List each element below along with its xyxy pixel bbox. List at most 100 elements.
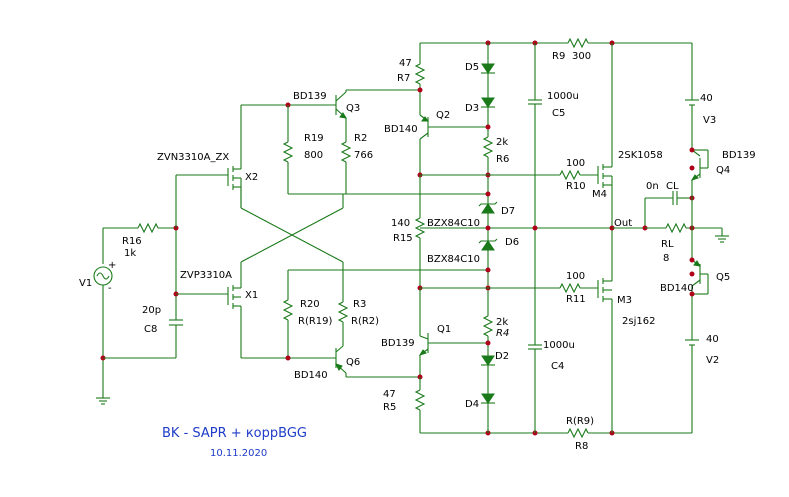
rl-name: RL bbox=[661, 239, 674, 250]
r9-name: R9 bbox=[552, 51, 565, 62]
transistor-q3 bbox=[241, 89, 420, 126]
resistor-r7 bbox=[415, 43, 425, 115]
r15-value: 140 bbox=[391, 218, 410, 229]
r11-value: 100 bbox=[566, 271, 585, 282]
diode-d5 bbox=[481, 43, 495, 98]
capacitor-c5 bbox=[528, 43, 542, 345]
resistor-r11 bbox=[420, 283, 598, 293]
r20-name: R20 bbox=[300, 299, 320, 310]
bottom-rail bbox=[420, 430, 692, 436]
transistor-q5 bbox=[689, 257, 709, 335]
q2-name: Q2 bbox=[436, 110, 450, 121]
r9-value: 300 bbox=[572, 51, 591, 62]
out-label: Out bbox=[614, 218, 632, 229]
q5-part: BD140 bbox=[660, 283, 694, 294]
zener-d6 bbox=[478, 238, 498, 316]
diode-d3 bbox=[481, 97, 495, 137]
resistor-r16 bbox=[103, 223, 176, 233]
capacitor-c4 bbox=[528, 344, 542, 433]
svg-text:-: - bbox=[108, 283, 112, 294]
c5-value: 1000u bbox=[547, 91, 579, 102]
schematic-date: 10.11.2020 bbox=[210, 448, 267, 459]
capacitor-c8 bbox=[103, 225, 183, 359]
d4-name: D4 bbox=[465, 399, 479, 410]
c8-value: 20p bbox=[142, 305, 161, 316]
r5-name: R5 bbox=[383, 402, 396, 413]
r19-name: R19 bbox=[304, 133, 324, 144]
q6-part: BD140 bbox=[294, 370, 328, 381]
transistor-q4 bbox=[689, 147, 709, 260]
r4-value: 2k bbox=[496, 317, 508, 328]
resistor-rl bbox=[645, 223, 729, 243]
transistor-q1 bbox=[417, 288, 488, 380]
resistor-r20 bbox=[241, 269, 488, 361]
svg-text:+: + bbox=[108, 260, 116, 271]
diode-d4 bbox=[481, 393, 495, 433]
r10-name: R10 bbox=[566, 181, 586, 192]
cl-name: CL bbox=[666, 181, 679, 192]
r19-value: 800 bbox=[304, 150, 323, 161]
m3-part: 2sj162 bbox=[622, 316, 655, 327]
diode-d2 bbox=[481, 355, 495, 394]
d3-name: D3 bbox=[465, 103, 479, 114]
r16-value: 1k bbox=[124, 248, 136, 259]
m4-part: 2SK1058 bbox=[618, 150, 663, 161]
resistor-r3 bbox=[338, 301, 348, 346]
cl-value: 0n bbox=[646, 181, 659, 192]
r3-name: R3 bbox=[353, 299, 366, 310]
r7-value: 47 bbox=[399, 58, 412, 69]
q1-name: Q1 bbox=[437, 324, 451, 335]
x2-name: X2 bbox=[245, 172, 258, 183]
r6-value: 2k bbox=[496, 137, 508, 148]
schematic-title: BK - SAPR + коррBGG bbox=[162, 426, 307, 441]
resistor-r4 bbox=[483, 315, 493, 356]
r8-value: R(R9) bbox=[566, 416, 594, 427]
v2-name: V2 bbox=[706, 355, 719, 366]
r7-name: R7 bbox=[397, 73, 410, 84]
top-rail bbox=[420, 40, 692, 46]
c8-name: C8 bbox=[144, 324, 157, 335]
r16-name: R16 bbox=[122, 236, 142, 247]
d6-part: BZX84C10 bbox=[427, 254, 480, 265]
resistor-r15 bbox=[415, 175, 612, 291]
v3-name: V3 bbox=[703, 115, 716, 126]
q4-name: Q4 bbox=[716, 165, 730, 176]
resistor-r9 bbox=[567, 38, 589, 48]
c4-value: 1000u bbox=[543, 340, 575, 351]
r2-value: 766 bbox=[354, 150, 373, 161]
mosfet-m3 bbox=[597, 270, 613, 433]
resistor-r19 bbox=[283, 105, 488, 195]
r6-name: R6 bbox=[496, 154, 509, 165]
input-source-v1: + - bbox=[93, 228, 116, 405]
source-v3 bbox=[685, 43, 699, 150]
d5-name: D5 bbox=[465, 62, 479, 73]
r11-name: R11 bbox=[566, 294, 586, 305]
mosfet-x1 bbox=[176, 262, 242, 358]
q4-part: BD139 bbox=[722, 150, 756, 161]
capacitor-cl bbox=[612, 191, 695, 231]
zener-d7 bbox=[478, 201, 498, 241]
d2-name: D2 bbox=[495, 351, 509, 362]
v2-value: 40 bbox=[706, 334, 719, 345]
source-v2 bbox=[685, 335, 699, 433]
r10-value: 100 bbox=[566, 158, 585, 169]
r15-name: R15 bbox=[393, 233, 413, 244]
r3-value: R(R2) bbox=[351, 316, 379, 327]
x1-part: ZVP3310A bbox=[180, 270, 232, 281]
resistor-r10 bbox=[420, 170, 598, 180]
q2-part: BD140 bbox=[384, 124, 418, 135]
resistor-r8 bbox=[567, 428, 589, 438]
x2-part: ZVN3310A_ZX bbox=[157, 152, 229, 163]
mosfet-m4 bbox=[597, 43, 615, 270]
q3-name: Q3 bbox=[346, 103, 360, 114]
d7-name: D7 bbox=[501, 206, 515, 217]
v1-label: V1 bbox=[79, 278, 92, 289]
transistor-q6 bbox=[335, 345, 420, 378]
r2-name: R2 bbox=[354, 133, 367, 144]
d7-part: BZX84C10 bbox=[427, 218, 480, 229]
m4-name: M4 bbox=[592, 189, 607, 200]
q5-name: Q5 bbox=[716, 272, 730, 283]
d6-name: D6 bbox=[505, 237, 519, 248]
q1-part: BD139 bbox=[381, 338, 415, 349]
